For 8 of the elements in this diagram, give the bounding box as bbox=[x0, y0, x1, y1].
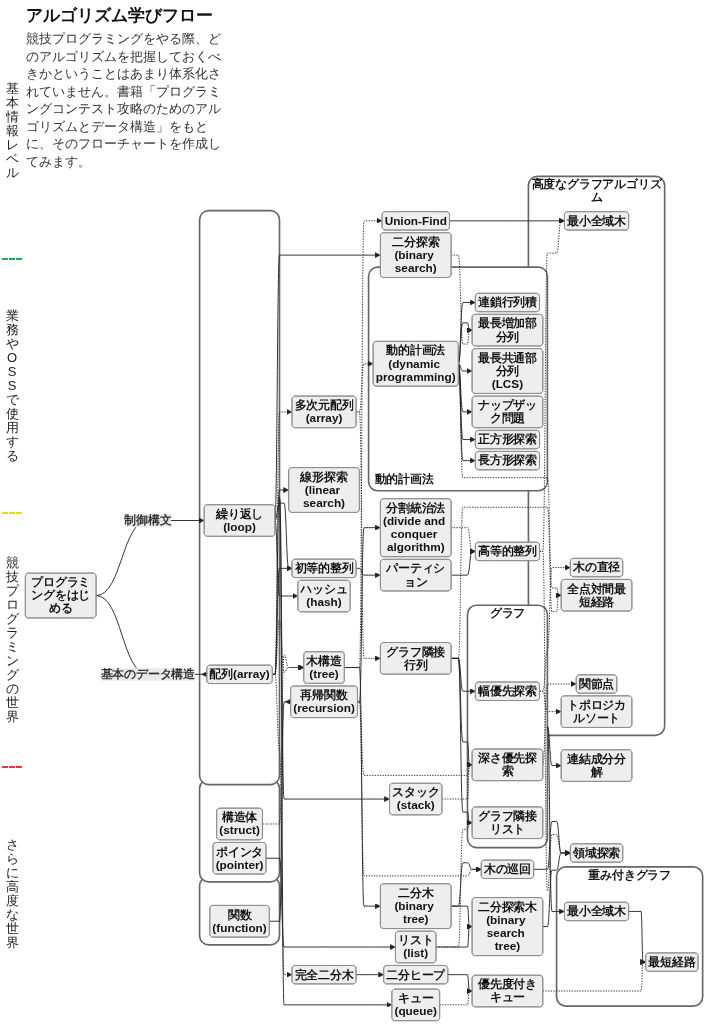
level-label: 業務やOSSで使用する bbox=[5, 308, 19, 464]
title: アルゴリズム学びフロー bbox=[26, 5, 213, 27]
edge-label: 制御構文 bbox=[124, 513, 172, 527]
level-label: さらに高度な世界 bbox=[5, 837, 19, 951]
level-label: 基本情報レベル bbox=[5, 81, 19, 181]
cluster bbox=[198, 209, 281, 786]
description-text: 競技プログラミングをやる際、どのアルゴリズムを把握しておくべきかということはあまり体系化されていません。書籍「プログラミングコンテスト攻略のためのアルゴリズムとデータ構造」をもとに、そのフローチャートを作成してみます。 bbox=[26, 31, 222, 171]
edge-label: 基本のデータ構造 bbox=[100, 667, 195, 681]
